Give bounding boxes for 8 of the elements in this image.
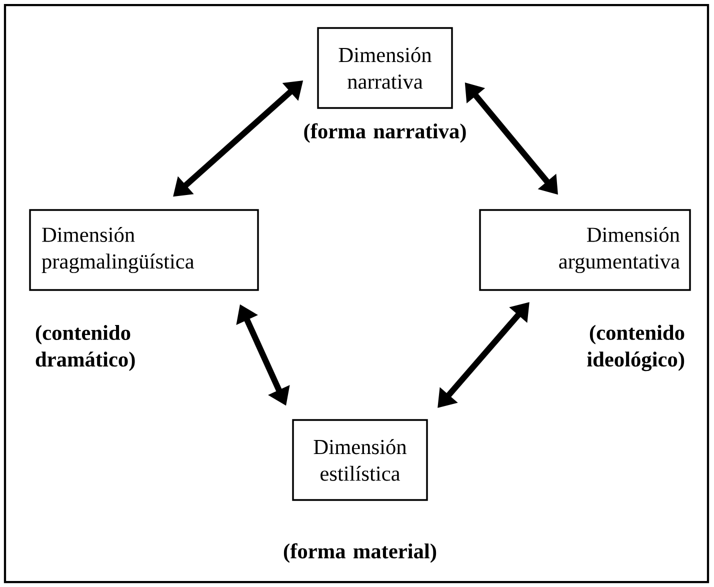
node-label: (contenido ideológico) — [587, 324, 684, 372]
dimension-box: Dimensión narrativa — [317, 27, 453, 109]
node-label: (contenido dramático) — [36, 325, 135, 371]
node-label: (forma narrativa) — [304, 123, 466, 143]
dimension-box: Dimensión pragmalingüística — [29, 209, 259, 291]
dimension-box: Dimensión argumentativa — [479, 209, 691, 291]
dimension-box: Dimensión estilística — [292, 419, 428, 501]
node-label: (forma material) — [284, 543, 436, 563]
